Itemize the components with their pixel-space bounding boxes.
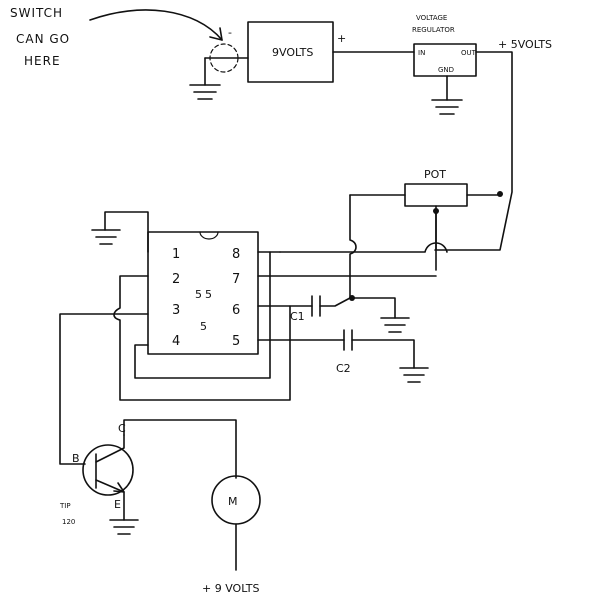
regulator-pin-out: OUT [461, 49, 477, 57]
pin2-trigger-loop [113, 275, 291, 401]
collector-label: C [118, 422, 126, 435]
regulator-pin-gnd: GND [438, 66, 454, 74]
c2-label: C2 [336, 362, 351, 375]
battery-minus-sign: - [228, 26, 232, 39]
c1-ground [380, 317, 410, 333]
collector-to-motor-wire [123, 419, 237, 479]
transistor-tip120 [82, 444, 134, 496]
ic-pin-4-label: 4 [172, 334, 180, 349]
ic-pin-7-label: 7 [232, 272, 240, 287]
pot-left-to-threshold [349, 194, 357, 299]
c1-label: C1 [290, 310, 305, 323]
battery-plus-sign: + [337, 32, 346, 45]
ic-pin-1-label: 1 [172, 247, 180, 262]
regulator-ground [431, 75, 463, 115]
switch-note: SWITCH CAN GO HERE [10, 6, 70, 68]
five-volt-rail [434, 51, 513, 251]
c1-to-ground [319, 297, 396, 319]
output-to-base-wire [59, 313, 149, 465]
ic-pin-2-label: 2 [172, 272, 180, 287]
ic-name-2: 5 [205, 288, 212, 301]
pin8-to-rail [279, 242, 448, 253]
potentiometer [404, 183, 468, 207]
part-number-2: 120 [62, 518, 75, 526]
pin4-reset-loop [134, 251, 271, 379]
annotation-arrow [89, 9, 223, 41]
switch-note-line-2: CAN GO [16, 32, 70, 46]
ic-name-3: 5 [200, 320, 207, 333]
part-number-1: TIP [59, 502, 71, 510]
capacitor-c2 [343, 329, 353, 351]
ic-notch [199, 231, 219, 240]
motor-label: M [228, 495, 238, 508]
regulator-pin-in: IN [418, 49, 425, 57]
ic-pin-6-label: 6 [232, 303, 240, 318]
base-label: B [72, 452, 80, 465]
switch-note-line-1: SWITCH [10, 6, 63, 20]
c2-to-ground [351, 339, 415, 369]
regulator-output-label: + 5VOLTS [498, 38, 552, 51]
capacitor-c1 [311, 295, 321, 317]
switch-site-ground [189, 43, 249, 100]
transistor-collector-lead [95, 434, 125, 463]
pot-rail-junction [497, 191, 503, 197]
ic-555 [147, 231, 259, 355]
pot-wiper-junction [433, 208, 439, 214]
regulator-title-2: REGULATOR [412, 26, 455, 34]
ic-name-1: 5 [195, 288, 202, 301]
ic-pin-8-label: 8 [232, 247, 240, 262]
motor-supply-label: + 9 VOLTS [202, 582, 260, 595]
ic-pin-3-label: 3 [172, 303, 180, 318]
transistor-emitter-arrow [113, 482, 125, 493]
pin1-ground [91, 211, 149, 253]
c2-ground [399, 367, 429, 383]
battery-label: 9VOLTS [272, 46, 313, 59]
switch-note-line-3: HERE [24, 54, 61, 68]
pot-label: POT [424, 168, 446, 181]
regulator-title-1: VOLTAGE [416, 14, 447, 22]
emitter-ground [109, 519, 139, 535]
voltage-regulator [413, 43, 477, 77]
ic-pin-5-label: 5 [232, 334, 240, 349]
emitter-label: E [114, 498, 121, 511]
